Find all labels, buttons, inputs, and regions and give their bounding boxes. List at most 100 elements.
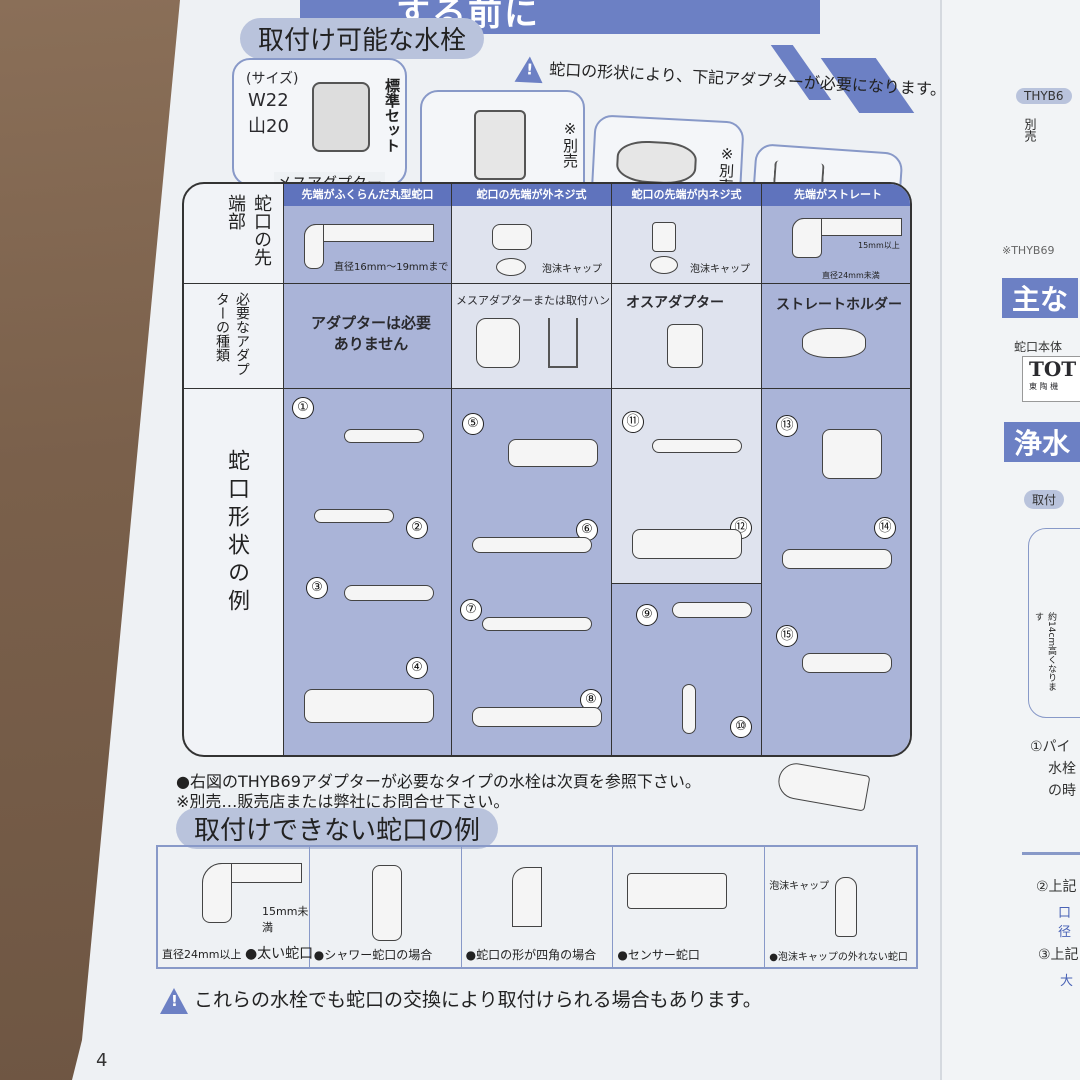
adapter-required: オスアダプター — [626, 295, 724, 311]
external-thread-tip-icon — [492, 224, 532, 250]
sold-separately-tag: ※別売 — [561, 120, 579, 168]
step-3-line2: 大 — [1060, 974, 1074, 989]
male-adapter-icon — [474, 110, 526, 180]
ng-square-faucet: ●蛇口の形が四角の場合 — [462, 847, 614, 967]
shower-faucet-icon — [371, 865, 402, 941]
brand-sub: 東 陶 機 — [1029, 382, 1059, 391]
ng-caption: ●泡沫キャップの外れない蛇口 — [769, 952, 908, 963]
round-tip-spout-icon — [304, 224, 324, 269]
example-number: ⑩ — [730, 716, 752, 738]
faucet-icon — [472, 707, 602, 727]
row-header-label: 蛇口形状の例 — [224, 449, 249, 617]
faucet-icon — [508, 439, 598, 467]
example-number: ⑮ — [776, 625, 798, 647]
col1-adapter: アダプターは必要ありません — [284, 284, 452, 389]
square-faucet-icon — [511, 867, 542, 927]
column-header: 先端がふくらんだ丸型蛇口 — [284, 184, 451, 206]
example-number: ⑭ — [874, 517, 896, 539]
row-header-tip: 蛇口の先端部 — [184, 184, 284, 284]
col3-examples-bottom: ⑨ ⑩ — [612, 584, 762, 755]
adapter-required: メスアダプターまたは取付ハンガー — [456, 294, 632, 307]
faucet-icon — [782, 549, 892, 569]
sold-separately-note: ※別売…販売店または弊社にお問合せ下さい。 — [176, 792, 510, 811]
faucet-icon — [344, 585, 434, 601]
tip-note: 15mm以上 — [858, 241, 900, 250]
thyb69-footnote: ※THYB69 — [1002, 244, 1055, 257]
example-number: ③ — [306, 577, 328, 599]
size-label: (サイズ) — [246, 71, 299, 87]
adapter-female: (サイズ) W22 山20 標準セット メスアダプター — [232, 58, 407, 193]
internal-thread-tip-icon — [652, 222, 676, 252]
example-number: ① — [292, 397, 314, 419]
faucet-icon — [632, 529, 742, 559]
male-adapter-icon — [667, 324, 703, 368]
faucet-icon — [314, 509, 394, 523]
example-number: ⑪ — [622, 411, 644, 433]
size-thread: 山20 — [248, 116, 289, 137]
manual-page-right: THYB6 別売 ※THYB69 主な 蛇口本体 TOT 東 陶 機 浄水 取付… — [940, 0, 1080, 1080]
faucet-icon — [482, 617, 592, 631]
column-header: 蛇口の先端が外ネジ式 — [452, 184, 611, 206]
step-1-line2: 水栓 — [1048, 761, 1076, 777]
not-possible-examples: 15mm未満 直径24mm以上 ●太い蛇口 ●シャワー蛇口の場合 ●蛇口の形が四… — [156, 845, 918, 969]
example-number: ② — [406, 517, 428, 539]
ng-caption: 直径24mm以上 ●太い蛇口 — [162, 943, 313, 963]
faucet-icon — [652, 439, 742, 453]
sensor-faucet-icon — [627, 873, 728, 909]
col1-examples: ① ② ③ ④ — [284, 389, 452, 755]
caption-text: ●太い蛇口 — [244, 946, 314, 962]
faucet-icon — [344, 429, 424, 443]
thick-spout-icon — [202, 863, 232, 923]
warning-icon — [160, 987, 188, 1014]
fixed-aerator-faucet-icon — [835, 877, 858, 937]
row-header-label: 蛇口の先端部 — [225, 194, 272, 266]
tip-note: 泡沫キャップ — [690, 264, 750, 275]
step-2: ②上記 — [1036, 879, 1077, 895]
hanger-icon — [548, 318, 578, 368]
row-header-label: 必要なアダプターの種類 — [214, 292, 250, 376]
col2-adapter: メスアダプターまたは取付ハンガー — [452, 284, 632, 389]
thyb69-note: ●右図のTHYB69アダプターが必要なタイプの水栓は次頁を参照下さい。 — [176, 772, 701, 791]
step-3: ③上記 — [1038, 947, 1079, 963]
heading-water-purifier: 浄水 — [1004, 422, 1080, 462]
straight-holder-icon — [615, 139, 698, 186]
brand-logo: TOT — [1029, 357, 1077, 381]
ng-thick-faucet: 15mm未満 直径24mm以上 ●太い蛇口 — [158, 847, 313, 967]
step-2-line2: 口径 — [1058, 906, 1072, 940]
example-number: ⑤ — [462, 413, 484, 435]
tip-note: 直径16mm〜19mmまで — [334, 262, 449, 273]
col3-examples-top: ⑪ ⑫ — [612, 389, 762, 584]
thyb-pill: THYB6 — [1016, 88, 1072, 104]
dim-label: 直径24mm以上 — [162, 948, 242, 961]
column-header: 蛇口の先端が内ネジ式 — [612, 184, 761, 206]
bottom-warning-text: これらの水栓でも蛇口の交換により取付けられる場合もあります。 — [194, 989, 762, 1011]
straight-holder-icon — [802, 328, 866, 358]
faucet-body-text: 蛇口本体 — [1014, 340, 1063, 354]
faucet-compatibility-table: 蛇口の先端部 必要なアダプターの種類 蛇口形状の例 先端がふくらんだ丸型蛇口 直… — [182, 182, 912, 757]
ng-caption: ●シャワー蛇口の場合 — [313, 948, 433, 962]
step-1: ①パイ — [1030, 739, 1071, 755]
example-number: ⑬ — [776, 415, 798, 437]
female-adapter-icon — [312, 82, 370, 152]
col2-examples: ⑤ ⑥ ⑦ ⑧ — [452, 389, 612, 755]
aerator-cap-icon — [650, 256, 678, 274]
adapter-required: ストレートホルダー — [776, 297, 902, 313]
ng-sensor-faucet: ●センサー蛇口 — [613, 847, 766, 967]
example-number: ⑨ — [636, 604, 658, 626]
col3-tip: 蛇口の先端が内ネジ式 泡沫キャップ — [612, 184, 762, 284]
faucet-icon — [472, 537, 592, 553]
col2-tip: 蛇口の先端が外ネジ式 泡沫キャップ — [452, 184, 612, 284]
warning-icon — [514, 55, 544, 83]
faucet-icon — [802, 653, 892, 673]
col3-adapter: オスアダプター — [612, 284, 762, 389]
faucet-icon — [822, 429, 882, 479]
row-header-adapter: 必要なアダプターの種類 — [184, 284, 284, 389]
ng-fixed-aerator: 泡沫キャップ ●泡沫キャップの外れない蛇口 — [765, 847, 916, 967]
size-w: W22 — [248, 90, 289, 111]
example-number: ⑦ — [460, 599, 482, 621]
dim-label: 15mm未満 — [262, 905, 309, 934]
column-header: 先端がストレート — [762, 184, 910, 206]
ng-caption: ●蛇口の形が四角の場合 — [465, 948, 597, 962]
female-adapter-icon — [476, 318, 520, 368]
divider — [1022, 852, 1080, 855]
